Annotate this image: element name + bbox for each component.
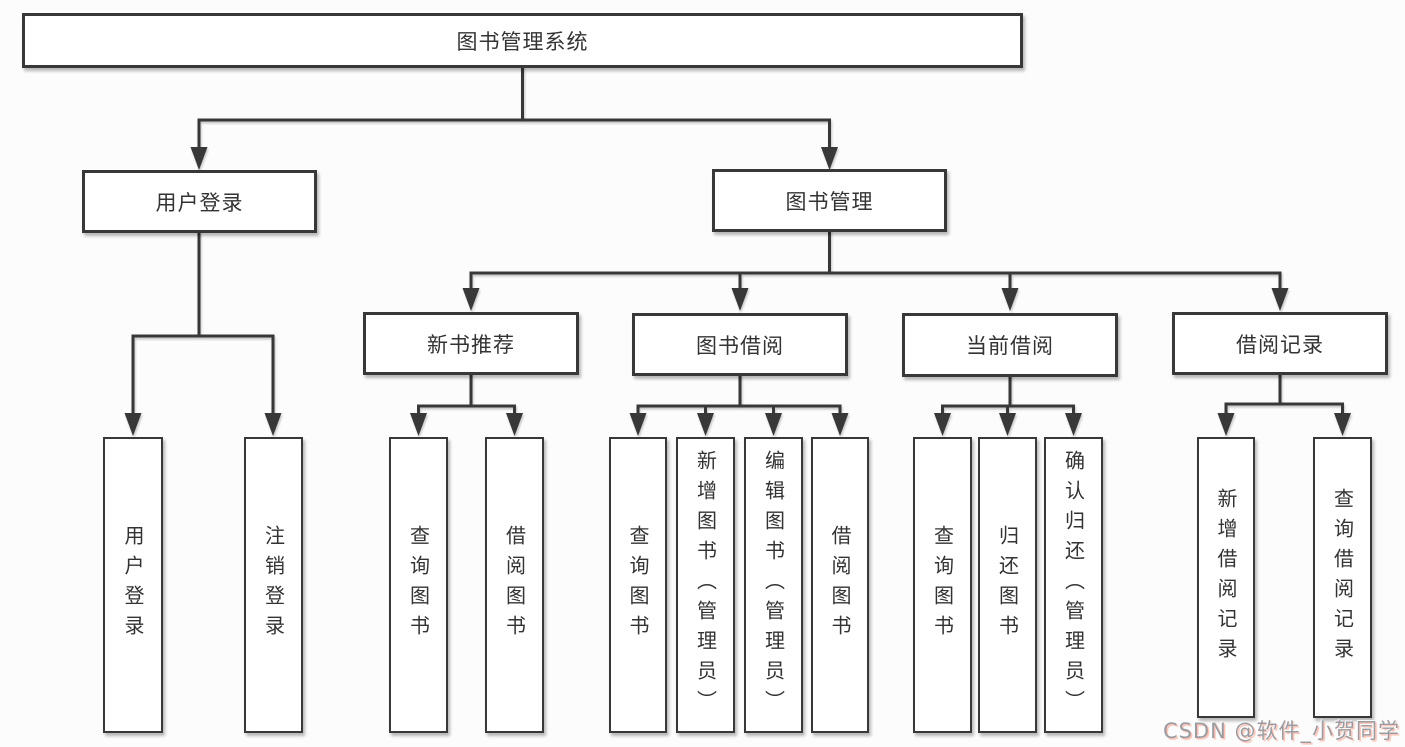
leaf-borrow-books: 借阅图书	[811, 437, 869, 733]
node-library-system-label: 图书管理系统	[456, 29, 589, 54]
node-book-management: 图书管理	[712, 169, 947, 232]
leaf-logout-label: 注销登录	[261, 525, 286, 645]
leaf-add-borrow-record-label: 新增借阅记录	[1214, 487, 1238, 668]
leaf-user-login: 用户登录	[103, 437, 163, 733]
node-user-login-label: 用户登录	[155, 190, 244, 215]
node-borrowing-records-label: 借阅记录	[1236, 332, 1324, 357]
leaf-query-books-current: 查询图书	[913, 437, 972, 733]
leaf-confirm-return-admin-label: 确认归还（管理员）	[1061, 450, 1086, 720]
leaf-borrow-books-recommend: 借阅图书	[485, 437, 544, 733]
node-new-book-recommend: 新书推荐	[363, 312, 579, 375]
leaf-return-books-label: 归还图书	[995, 525, 1020, 645]
csdn-watermark: CSDN @软件_小贺同学	[1162, 719, 1400, 743]
leaf-logout: 注销登录	[244, 437, 303, 733]
leaf-add-borrow-record: 新增借阅记录	[1197, 437, 1255, 718]
leaf-confirm-return-admin: 确认归还（管理员）	[1044, 437, 1103, 733]
node-current-borrowing-label: 当前借阅	[966, 334, 1054, 358]
leaf-query-books-recommend-label: 查询图书	[406, 525, 431, 645]
node-book-borrowing: 图书借阅	[632, 313, 848, 376]
leaf-query-borrow-record: 查询借阅记录	[1313, 437, 1372, 718]
leaf-query-books-borrowing-label: 查询图书	[626, 525, 650, 645]
leaf-add-book-admin: 新增图书（管理员）	[676, 437, 735, 733]
arrowheads	[124, 147, 1351, 436]
node-user-login: 用户登录	[82, 170, 317, 233]
node-new-book-recommend-label: 新书推荐	[427, 332, 515, 357]
leaf-borrow-books-recommend-label: 借阅图书	[502, 525, 527, 645]
node-library-system: 图书管理系统	[22, 13, 1023, 68]
connector-shafts	[131, 66, 1344, 420]
leaf-edit-book-admin: 编辑图书（管理员）	[744, 437, 803, 733]
node-book-borrowing-label: 图书借阅	[696, 333, 784, 358]
node-book-management-label: 图书管理	[785, 189, 874, 214]
leaf-return-books: 归还图书	[978, 437, 1037, 733]
leaf-query-books-current-label: 查询图书	[930, 525, 955, 645]
leaf-user-login-label: 用户登录	[121, 525, 145, 645]
node-borrowing-records: 借阅记录	[1172, 312, 1388, 375]
leaf-query-borrow-record-label: 查询借阅记录	[1330, 487, 1355, 668]
node-current-borrowing: 当前借阅	[902, 313, 1118, 377]
leaf-add-book-admin-label: 新增图书（管理员）	[693, 450, 718, 720]
leaf-query-books-recommend: 查询图书	[389, 437, 448, 733]
leaf-query-books-borrowing: 查询图书	[609, 437, 667, 733]
leaf-edit-book-admin-label: 编辑图书（管理员）	[761, 450, 786, 720]
leaf-borrow-books-label: 借阅图书	[828, 525, 852, 645]
